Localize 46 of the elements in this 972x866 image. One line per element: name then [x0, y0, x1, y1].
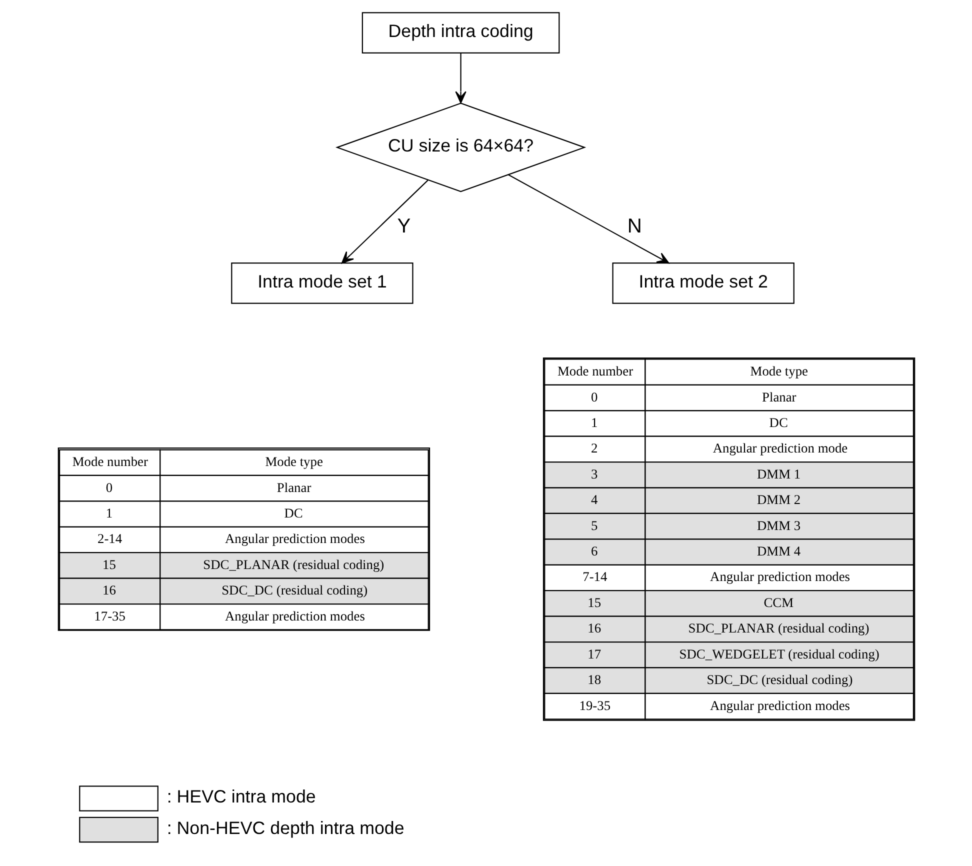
label: DMM 4 — [756, 544, 800, 558]
label: Mode type — [750, 364, 808, 379]
label: DC — [768, 414, 788, 430]
label: Planar — [276, 480, 311, 495]
label: DMM 1 — [756, 466, 800, 482]
label: SDC_WEDGELET (residual coding) — [678, 646, 879, 662]
label: Planar — [762, 389, 796, 404]
label: SDC_DC (residual coding) — [706, 672, 852, 688]
label: DC — [284, 506, 302, 520]
label: Angular prediction modes — [224, 531, 364, 546]
label: 18 — [587, 672, 601, 688]
label: 4 — [590, 492, 598, 508]
label: Angular prediction modes — [710, 569, 850, 584]
edge-label: N — [626, 215, 642, 238]
label: CCM — [763, 594, 794, 610]
label: Angular prediction mode — [712, 440, 848, 456]
label: 7-14 — [582, 569, 607, 584]
label: 5 — [590, 518, 598, 533]
label: 0 — [105, 480, 112, 495]
label: DMM 2 — [756, 492, 800, 508]
label: 1 — [590, 414, 598, 430]
label: SDC_DC (residual coding) — [221, 582, 368, 598]
label: SDC_PLANAR (residual coding) — [688, 620, 869, 636]
label: DMM 3 — [756, 518, 800, 533]
label: 2 — [590, 440, 598, 456]
label: Mode number — [556, 364, 633, 379]
label: 15 — [102, 556, 116, 572]
label: 1 — [105, 506, 112, 520]
label: 0 — [590, 389, 598, 404]
label: 15 — [587, 594, 601, 610]
edge-label: Y — [396, 215, 410, 238]
legend-label: : HEVC intra mode — [166, 786, 316, 807]
label: Mode number — [72, 454, 148, 470]
label: Mode type — [264, 454, 322, 470]
label: 2-14 — [97, 531, 122, 546]
label: 19-35 — [578, 698, 610, 713]
label: Angular prediction modes — [224, 608, 364, 624]
label: 16 — [587, 620, 601, 636]
legend-label: : Non-HEVC depth intra mode — [166, 818, 404, 838]
label: 3 — [590, 466, 598, 482]
label: 17-35 — [94, 608, 125, 624]
label: 6 — [590, 544, 598, 558]
label: 17 — [587, 646, 601, 662]
label: SDC_PLANAR (residual coding) — [202, 556, 384, 572]
label: 16 — [102, 582, 116, 598]
label: Angular prediction modes — [710, 698, 850, 713]
